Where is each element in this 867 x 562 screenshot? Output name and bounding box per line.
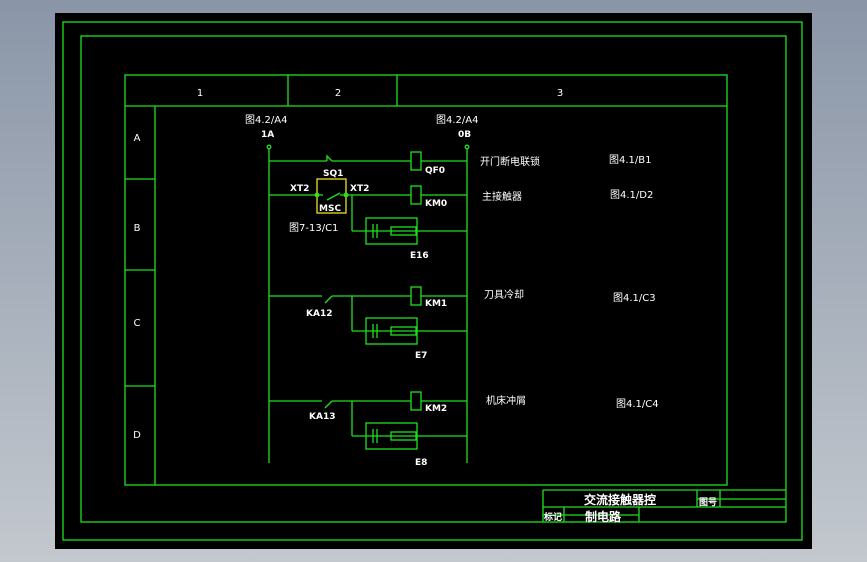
rung-2-ref: 图4.1/D2 [610,189,653,201]
title-line-1: 交流接触器控 [584,492,656,507]
zone-col-2: 2 [335,88,341,99]
coil-km2-label: KM2 [425,404,447,414]
cad-drawing-canvas[interactable]: 1 2 3 A B C D 图4.2/A4 1A 图4.2/A4 0B SQ1 … [55,13,812,549]
rung-tool-cooling [269,286,467,345]
left-bus-label: 1A [261,130,274,140]
rung-main-contactor [269,178,467,245]
right-bus-label: 0B [458,130,471,140]
left-bus-ref: 图4.2/A4 [245,114,287,126]
suppressor-e16-label: E16 [410,251,429,261]
zone-col-1: 1 [197,88,203,99]
msc-ref: 图7-13/C1 [289,222,338,234]
rung-door-interlock [269,151,467,171]
coil-qf0-label: QF0 [425,166,445,176]
right-bus-terminal [464,144,470,150]
terminal-xt2-left: XT2 [290,184,309,194]
rung-chip-flush [269,391,467,450]
mark-label: 标记 [543,511,562,523]
coil-km2 [410,391,422,411]
msc-switch-box [316,178,347,214]
suppressor-e7 [365,317,418,345]
drawing-no-label: 图号 [699,497,717,508]
zone-row-b: B [134,223,141,234]
zone-row-a: A [134,133,141,144]
rung-4-description: 机床冲屑 [486,394,526,407]
suppressor-e8-label: E8 [415,458,427,468]
coil-km1-label: KM1 [425,299,447,309]
rung-1-description: 开门断电联锁 [480,155,540,168]
zone-row-d: D [133,430,141,441]
rung-1-ref: 图4.1/B1 [609,154,652,166]
outer-frame [62,21,803,541]
zone-col-3: 3 [557,88,563,99]
rung-4-ref: 图4.1/C4 [616,398,659,410]
zone-border [124,74,728,486]
suppressor-e16 [365,217,418,245]
terminal-xt2-right: XT2 [350,184,369,194]
coil-km0-label: KM0 [425,199,447,209]
inner-frame [80,35,787,523]
rung-3-description: 刀具冷却 [484,288,524,301]
schematic: 1 2 3 A B C D 图4.2/A4 1A 图4.2/A4 0B SQ1 … [62,21,803,541]
left-bus-terminal [266,144,272,150]
title-line-2: 制电路 [585,509,622,524]
title-block [542,489,786,522]
suppressor-e8 [365,422,418,450]
coil-km0 [410,185,422,205]
rung-2-description: 主接触器 [482,190,522,203]
suppressor-e7-label: E7 [415,351,427,361]
switch-sq1-label: SQ1 [323,169,343,179]
coil-qf0 [410,151,422,171]
switch-msc-label: MSC [319,204,341,214]
switch-ka13-label: KA13 [309,412,335,422]
rung-3-ref: 图4.1/C3 [613,292,656,304]
zone-row-c: C [134,318,141,329]
right-bus-ref: 图4.2/A4 [436,114,478,126]
switch-ka12-label: KA12 [306,309,332,319]
coil-km1 [410,286,422,306]
